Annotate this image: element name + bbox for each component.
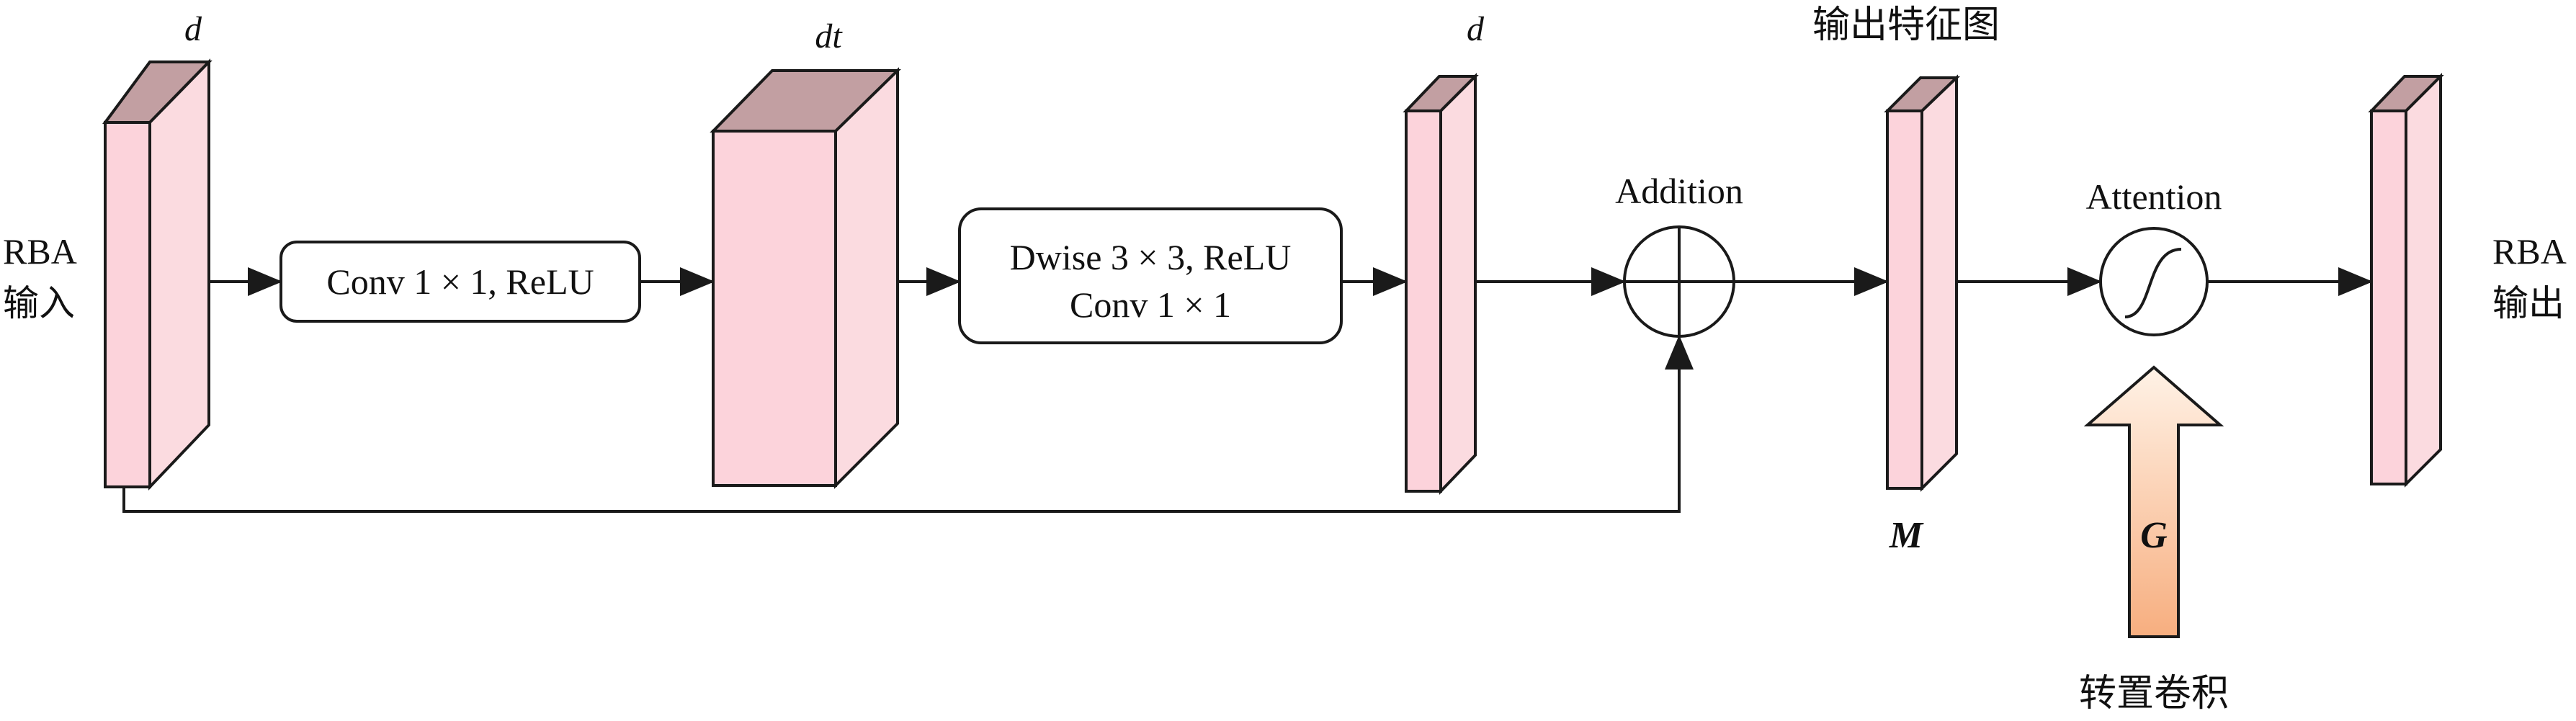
reduce-block	[1403, 73, 1479, 495]
addition-label: Addition	[1615, 171, 1743, 211]
dwise-label-1: Dwise 3 × 3, ReLU	[1010, 237, 1292, 277]
expand-block	[710, 67, 901, 489]
input-side-label-2: 输入	[3, 283, 75, 323]
skip-connection	[122, 335, 1694, 513]
transpose-conv-symbol: G	[2140, 515, 2168, 556]
output-side-label-2: 输出	[2492, 283, 2564, 323]
reduce-dim-label: d	[1467, 10, 1485, 48]
transpose-conv-arrow	[2083, 365, 2224, 638]
transpose-conv-label: 转置卷积	[2079, 673, 2229, 715]
conv1-label: Conv 1 × 1, ReLU	[326, 261, 594, 302]
attention-node	[2099, 227, 2209, 336]
output-block	[2368, 73, 2444, 488]
input-dim-label: d	[184, 10, 202, 48]
feature-map-symbol: M	[1889, 515, 1924, 556]
dwise-label-2: Conv 1 × 1	[1070, 285, 1231, 325]
addition-node	[1623, 225, 1735, 338]
expand-dim-label: dt	[815, 17, 843, 55]
feature-map-block	[1884, 74, 1960, 492]
output-side-label-1: RBA	[2492, 231, 2567, 272]
feature-map-title: 输出特征图	[1812, 5, 2000, 46]
attention-label: Attention	[2086, 176, 2222, 217]
input-block	[102, 58, 213, 491]
input-side-label-1: RBA	[3, 231, 77, 272]
